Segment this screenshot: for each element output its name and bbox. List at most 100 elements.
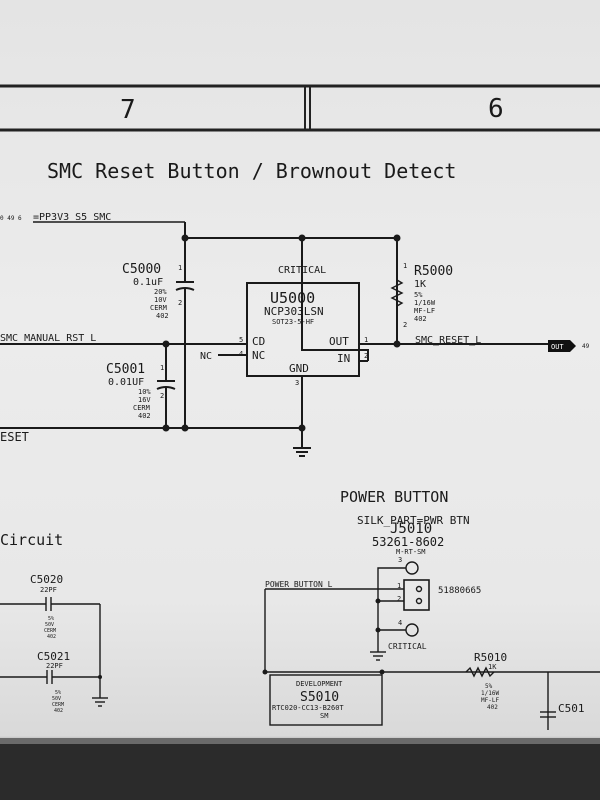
offpage-flag-text: OUT bbox=[551, 343, 564, 351]
ic-u5000: CRITICAL U5000 NCP303LSN SOT23-5-HF CD N… bbox=[200, 265, 369, 387]
net-power-button: POWER_BUTTON_L bbox=[265, 580, 333, 589]
r5000-spec: 1/16W bbox=[414, 299, 436, 307]
ground-symbol bbox=[293, 447, 311, 457]
u5000-pinnum: 5 bbox=[239, 336, 243, 344]
c5021-value: 22PF bbox=[46, 662, 63, 670]
r5010-spec: 402 bbox=[487, 704, 498, 711]
power-button-title: POWER BUTTON bbox=[340, 488, 448, 506]
c5021-spec: CERM bbox=[52, 702, 64, 708]
u5000-pin-in: IN bbox=[337, 352, 350, 365]
resistor-zigzag bbox=[465, 666, 495, 678]
r5000-ref: R5000 bbox=[414, 264, 453, 279]
j5010-ref: J5010 bbox=[390, 521, 432, 537]
j5010-critical: CRITICAL bbox=[388, 642, 427, 651]
c5001-value: 0.01UF bbox=[108, 377, 144, 388]
r5010-spec: MF-LF bbox=[481, 697, 499, 704]
u5000-part: NCP303LSN bbox=[264, 305, 324, 318]
connector-pin-circle bbox=[405, 623, 419, 637]
c5020-spec: 50V bbox=[45, 622, 54, 628]
u5000-pinnum: 1 bbox=[364, 336, 368, 344]
j5010-body bbox=[403, 579, 430, 611]
u5000-package: SOT23-5-HF bbox=[272, 318, 314, 326]
c5000-ref: C5000 bbox=[122, 262, 161, 277]
r5000-value: 1K bbox=[414, 279, 426, 290]
j5010-pin: 3 bbox=[398, 556, 402, 564]
j5010-part: 53261-8602 bbox=[372, 535, 444, 549]
switch-s5010: DEVELOPMENT S5010 RTC020-CC13-B260T SM bbox=[269, 674, 383, 726]
capacitor-c5000: C5000 0.1uF 20% 10V CERM 402 1 2 bbox=[122, 238, 195, 428]
u5000-pin-cd: CD bbox=[252, 335, 265, 348]
c5000-value: 0.1uF bbox=[133, 277, 163, 288]
c5001-pin: 1 bbox=[160, 364, 164, 372]
monitor-bezel-edge bbox=[0, 738, 600, 744]
net-pp3v3-prefix: 0 49 6 bbox=[0, 215, 22, 222]
s5010-sub: SM bbox=[320, 712, 328, 720]
s5010-body bbox=[269, 674, 383, 726]
u5000-pin-nc: NC bbox=[252, 349, 265, 362]
r5010-value: 1K bbox=[488, 663, 497, 671]
junction-dot bbox=[162, 424, 170, 432]
c5000-spec: 402 bbox=[156, 312, 169, 320]
net-pp3v3: =PP3V3_S5_SMC bbox=[33, 212, 111, 223]
junction-dot bbox=[181, 424, 189, 432]
r5000-spec: MF-LF bbox=[414, 307, 435, 315]
net-manual-rst: SMC_MANUAL_RST_L bbox=[0, 333, 96, 344]
c5001-ref: C5001 bbox=[106, 362, 145, 377]
net-reset-partial: ESET bbox=[0, 430, 29, 444]
c5020-spec: CERM bbox=[44, 628, 56, 634]
c5001-spec: 16V bbox=[138, 396, 151, 404]
circuit-partial-title: Circuit bbox=[0, 531, 63, 549]
resistor-r5010: R5010 1K 5% 1/16W MF-LF 402 bbox=[465, 651, 507, 711]
r5010-spec: 5% bbox=[485, 683, 493, 690]
j5010-silk: SILK_PART=PWR BTN bbox=[357, 514, 470, 527]
connector-pin-circle bbox=[405, 561, 419, 575]
connector-j5010: 3 4 1 2 51880665 CRITICAL bbox=[370, 556, 481, 661]
j5010-pin: 4 bbox=[398, 619, 402, 627]
net-smc-reset: SMC_RESET_L bbox=[415, 335, 481, 346]
c5020-ref: C5020 bbox=[30, 573, 63, 586]
c5021-ref: C5021 bbox=[37, 650, 70, 663]
c5001-pin: 2 bbox=[160, 392, 164, 400]
ground-symbol bbox=[92, 697, 108, 707]
u5000-pinnum: 2 bbox=[364, 352, 368, 360]
resistor-r5000: R5000 1K 5% 1/16W MF-LF 402 1 2 bbox=[390, 262, 453, 329]
zone-label-right: 6 bbox=[488, 94, 504, 124]
u5000-pinnum: 3 bbox=[295, 379, 299, 387]
junction-dot bbox=[298, 424, 306, 432]
capacitor-c5020: C5020 22PF 5% 50V CERM 402 bbox=[0, 573, 100, 640]
c5001-spec: CERM bbox=[133, 404, 150, 412]
c5000-spec: 10V bbox=[154, 296, 167, 304]
r5010-ref: R5010 bbox=[474, 651, 507, 664]
c5021-spec: 50V bbox=[52, 696, 61, 702]
r5010-spec: 1/16W bbox=[481, 690, 499, 697]
offpage-connector-out: OUT 49 bbox=[548, 340, 590, 352]
j5010-pin: 2 bbox=[397, 595, 401, 603]
c5000-spec: CERM bbox=[150, 304, 167, 312]
c5000-pin: 2 bbox=[178, 299, 182, 307]
c5021-spec: 5% bbox=[55, 690, 61, 696]
junction-dot bbox=[393, 340, 401, 348]
capacitor-c5021: C5021 22PF 5% 50V CERM 402 bbox=[0, 650, 100, 714]
monitor-bezel bbox=[0, 742, 600, 800]
c501x-ref: C501 bbox=[558, 702, 585, 715]
capacitor-c5001: C5001 0.01UF 10% 16V CERM 402 1 2 bbox=[106, 344, 176, 428]
sheet-title: SMC Reset Button / Brownout Detect bbox=[47, 159, 456, 183]
resistor-zigzag bbox=[390, 279, 404, 307]
offpage-ref: 49 bbox=[582, 343, 590, 350]
junction-dot bbox=[393, 234, 401, 242]
u5000-critical: CRITICAL bbox=[278, 265, 326, 276]
c5000-pin: 1 bbox=[178, 264, 182, 272]
u5000-pin-gnd: GND bbox=[289, 362, 309, 375]
s5010-part: RTC020-CC13-B260T bbox=[272, 704, 344, 712]
r5000-pin: 1 bbox=[403, 262, 407, 270]
c5001-spec: 10% bbox=[138, 388, 151, 396]
s5010-ref: S5010 bbox=[300, 690, 339, 705]
c5020-spec: 5% bbox=[48, 616, 54, 622]
s5010-label: DEVELOPMENT bbox=[296, 680, 343, 688]
j5010-pin: 1 bbox=[397, 582, 401, 590]
zone-label-left: 7 bbox=[120, 95, 136, 125]
c5021-spec: 402 bbox=[54, 708, 63, 714]
c5020-spec: 402 bbox=[47, 634, 56, 640]
